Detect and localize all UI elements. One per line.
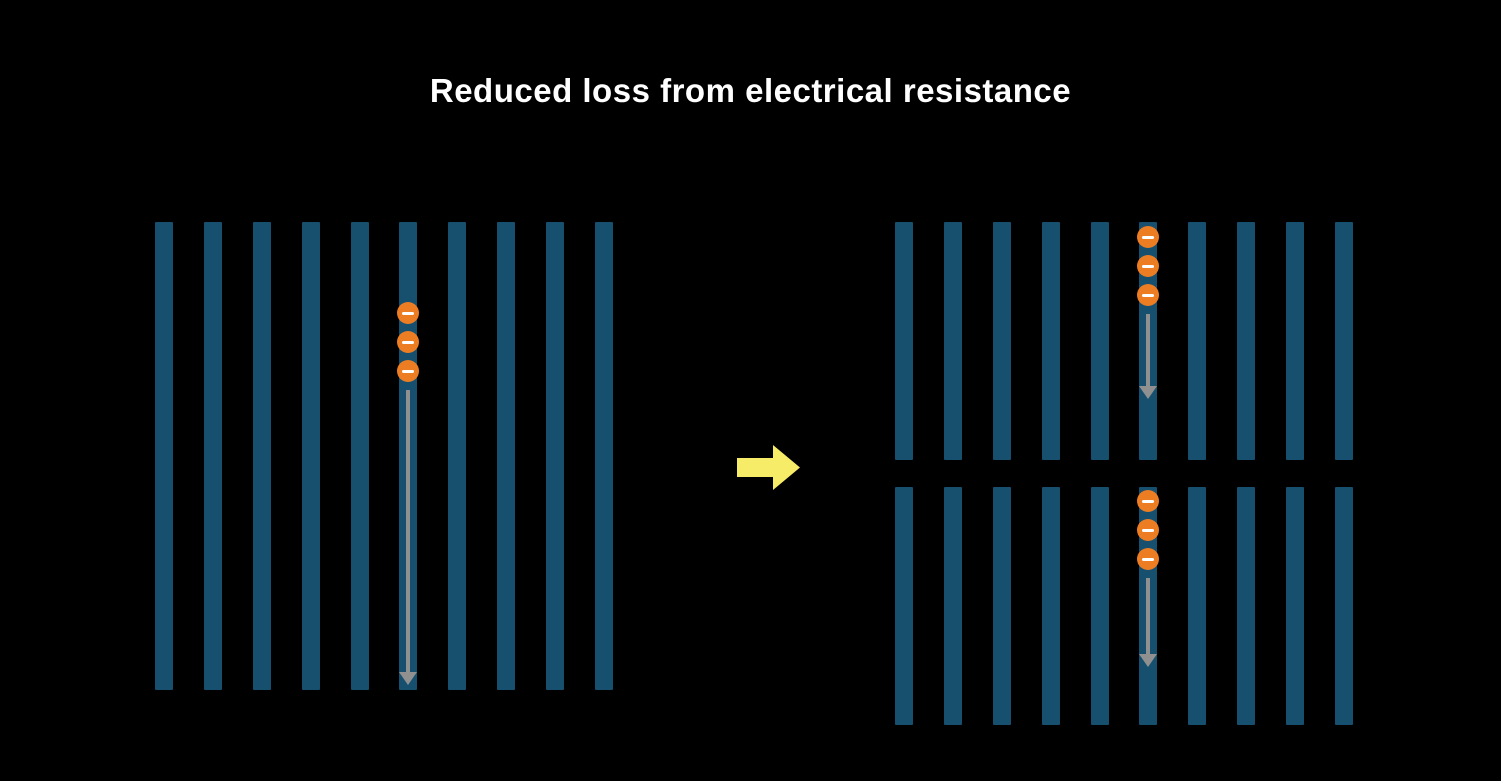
electron-icon — [397, 331, 419, 353]
minus-glyph — [1142, 528, 1154, 532]
busbar — [1188, 222, 1207, 460]
full-cell-panel — [155, 222, 613, 690]
half-cell-top-busbars — [895, 222, 1353, 460]
busbar — [1041, 222, 1060, 460]
minus-glyph — [1142, 235, 1154, 239]
busbar — [301, 222, 320, 690]
busbar — [895, 222, 913, 460]
minus-glyph — [402, 340, 414, 344]
busbar — [1237, 487, 1256, 725]
down-arrow-icon — [1146, 578, 1150, 655]
electron-icon — [397, 302, 419, 324]
electron-icon — [1137, 519, 1159, 541]
down-arrow-icon — [406, 390, 410, 673]
busbar — [1286, 487, 1304, 725]
busbar — [895, 487, 913, 725]
busbar — [155, 222, 173, 690]
right-arrow-icon — [737, 444, 801, 491]
busbar — [1188, 487, 1207, 725]
half-cell-top-panel — [895, 222, 1353, 460]
electron-flow-bottom — [1137, 490, 1159, 655]
busbar — [594, 222, 613, 690]
minus-glyph — [1142, 293, 1154, 297]
busbar — [992, 487, 1011, 725]
busbar — [1090, 222, 1109, 460]
busbar — [1286, 222, 1304, 460]
minus-glyph — [1142, 264, 1154, 268]
electron-stack — [397, 302, 419, 389]
busbar — [1237, 222, 1256, 460]
busbar — [350, 222, 369, 690]
electron-icon — [1137, 255, 1159, 277]
electron-icon — [1137, 490, 1159, 512]
busbar — [546, 222, 564, 690]
minus-glyph — [1142, 557, 1154, 561]
busbar — [448, 222, 467, 690]
half-cell-bottom-panel — [895, 487, 1353, 725]
electron-stack — [1137, 490, 1159, 577]
electron-flow-top — [1137, 226, 1159, 387]
electron-stack — [1137, 226, 1159, 313]
full-cell-busbars — [155, 222, 613, 690]
electron-flow-full — [397, 302, 419, 673]
busbar — [1334, 487, 1353, 725]
diagram-title: Reduced loss from electrical resistance — [429, 72, 1072, 109]
busbar — [943, 487, 962, 725]
electron-icon — [1137, 548, 1159, 570]
busbar — [943, 222, 962, 460]
busbar — [992, 222, 1011, 460]
busbar — [1090, 487, 1109, 725]
electron-icon — [397, 360, 419, 382]
down-arrow-icon — [1146, 314, 1150, 387]
electron-icon — [1137, 284, 1159, 306]
electron-icon — [1137, 226, 1159, 248]
minus-glyph — [1142, 499, 1154, 503]
minus-glyph — [402, 369, 414, 373]
half-cell-bottom-busbars — [895, 487, 1353, 725]
busbar — [1334, 222, 1353, 460]
minus-glyph — [402, 311, 414, 315]
busbar — [1041, 487, 1060, 725]
busbar — [203, 222, 222, 690]
busbar — [497, 222, 516, 690]
busbar — [252, 222, 271, 690]
